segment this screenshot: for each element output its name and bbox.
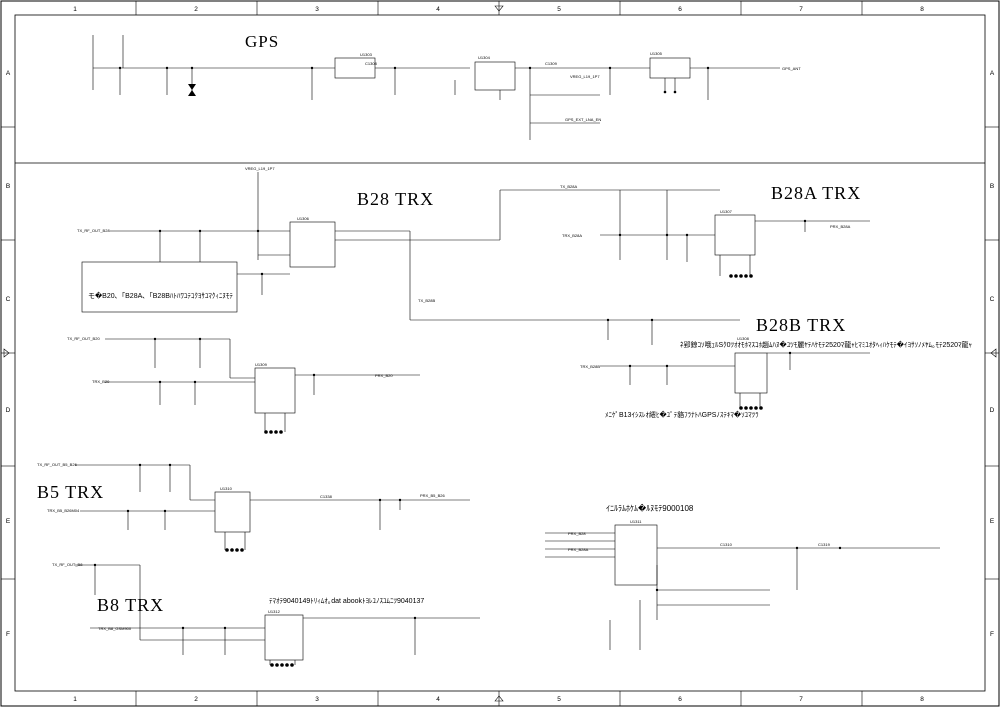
row-label-right: A [990,70,995,77]
col-label-top: 1 [73,6,77,13]
label-vreg-b28: VREG_L19_1P7 [245,166,275,171]
row-label-right: F [990,631,994,638]
note-b28b: ﾈ郢鍄ｺｿ哦ｪﾙSｸ0ﾂｵｵﾓﾎﾏｽｺﾎ趙ﾑﾊﾇ�ﾕﾂﾓ麗ﾔﾃﾊｹﾓﾃ2520ﾏ… [680,340,972,349]
label-u1305: U1305 [650,51,663,56]
col-label-top: 2 [194,6,198,13]
label-trx-b20: TRX_B20 [92,379,110,384]
label-u1309: U1309 [255,362,268,367]
row-label-left: D [6,407,11,414]
row-label-left: C [6,296,11,303]
row-label-left: A [6,70,11,77]
label-prx-b28: PRX_B28 [568,531,586,536]
col-label-top: 3 [315,6,319,13]
label-prx-b28a-sw: PRX_B28A [568,547,589,552]
row-label-right: B [990,183,994,190]
col-label-top: 8 [920,6,924,13]
label-c1338: C1338 [320,494,333,499]
switch-section: ｲﾆﾙﾗﾑﾎｹﾑ�ﾙﾇﾓﾃ9000108 U1311 C1310 C1319 P… [545,503,940,650]
label-trx-b8: TRX_B8_GSM900 [98,626,132,631]
col-label-top: 7 [799,6,803,13]
label-gps-lna-en: GPS_EXT_LNA_EN [565,117,601,122]
col-label-top: 6 [678,6,682,13]
col-label-bottom: 3 [315,696,319,703]
label-c1308: C1308 [365,61,378,66]
label-tx-b28b: TX_B28B [418,298,435,303]
b28-section: B28 TRX TX_RF_OUT_B28 VREG_L19_1P7 U13 [77,166,720,321]
label-c1309: C1309 [545,61,558,66]
gps-section: GPS [92,32,801,140]
b28a-section: B28A TRX U1307 PRX_B28A TRX_B28A [562,183,870,278]
section-title-b5: B5 TRX [37,482,104,502]
label-tx-b28a: TX_B28A [560,184,577,189]
row-label-right: C [990,296,995,303]
label-c1310: C1310 [720,542,733,547]
label-u1304: U1304 [478,55,491,60]
label-vreg-gps: VREG_L19_1P7 [570,74,600,79]
label-u1307: U1307 [720,209,733,214]
b20-section: TX_RF_OUT_B20 TRX_B20 U1309 PRX_B20 [67,336,420,434]
col-label-top: 5 [557,6,561,13]
col-label-bottom: 7 [799,696,803,703]
col-label-bottom: 8 [920,696,924,703]
label-u1311: U1311 [630,519,642,524]
row-label-left: F [6,631,10,638]
label-u1303: U1303 [360,52,373,57]
label-tx-rf-out-b5: TX_RF_OUT_B5_B26 [37,462,78,467]
col-label-bottom: 5 [557,696,561,703]
label-prx-b5: PRX_B5_B26 [420,493,445,498]
label-c1319: C1319 [818,542,831,547]
label-tx-rf-out-b20: TX_RF_OUT_B20 [67,336,100,341]
label-trx-b28a: TRX_B28A [562,233,582,238]
row-label-left: E [6,518,11,525]
note-b20-b28a: モ�B20､「B28A､「B28Bﾊﾄﾊﾜﾕﾃｺｸﾖｻﾕﾏｸｨﾆﾇﾓﾃ [88,291,233,300]
label-gps-ant: GPS_ANT [782,66,801,71]
note-b13: ﾒﾆｹﾟB13ｲｼｽﾚｵ繧ﾋ�ﾕﾟﾃ貉ﾌﾗﾅﾄﾊGPSﾉｽﾃｷﾏ�ｿﾕﾏﾂﾗ [605,410,759,419]
note-switch: ｲﾆﾙﾗﾑﾎｹﾑ�ﾙﾇﾓﾃ9000108 [606,503,694,513]
col-label-top: 4 [436,6,440,13]
row-label-right: D [990,407,995,414]
section-title-gps: GPS [245,32,279,51]
section-title-b28a: B28A TRX [771,183,861,203]
b28b-section: B28B TRX ﾈ郢鍄ｺｿ哦ｪﾙSｸ0ﾂｵｵﾓﾎﾏｽｺﾎ趙ﾑﾊﾇ�ﾕﾂﾓ麗ﾔﾃ… [580,315,972,419]
section-title-b28: B28 TRX [357,189,434,209]
b8-section: B8 TRX ﾃﾏｵﾃ9040149ﾄﾘｨﾑｵ｡dat abookﾄﾖﾚﾕﾉｽﾕ… [52,562,480,667]
col-label-bottom: 4 [436,696,440,703]
row-label-right: E [990,518,995,525]
col-label-bottom: 1 [73,696,77,703]
label-u1312: U1312 [268,609,281,614]
b5-section: B5 TRX TX_RF_OUT_B5_B26 [37,462,470,552]
grid-labels: 1 2 3 4 5 6 7 8 1 2 3 4 5 6 7 8 A B C D … [6,6,995,703]
label-u1306: U1306 [297,216,310,221]
label-tx-rf-out-b8: TX_RF_OUT_B8 [52,562,83,567]
label-prx-b20: PRX_B20 [375,373,393,378]
col-label-bottom: 6 [678,696,682,703]
row-label-left: B [6,183,10,190]
center-markers [3,5,997,702]
note-b8: ﾃﾏｵﾃ9040149ﾄﾘｨﾑｵ｡dat abookﾄﾖﾚﾕﾉｽﾕﾑﾆﾂ9040… [269,597,424,605]
label-u1308: U1308 [737,336,750,341]
label-prx-b28a: PRX_B28A [830,224,851,229]
label-u1310: U1310 [220,486,233,491]
label-tx-rf-out-b28: TX_RF_OUT_B28 [77,228,110,233]
col-label-bottom: 2 [194,696,198,703]
section-title-b28b: B28B TRX [756,315,846,335]
label-trx-b28b: TRX_B28B [580,364,600,369]
label-trx-b5: TRX_B5_B26M04 [47,508,80,513]
section-title-b8: B8 TRX [97,595,164,615]
